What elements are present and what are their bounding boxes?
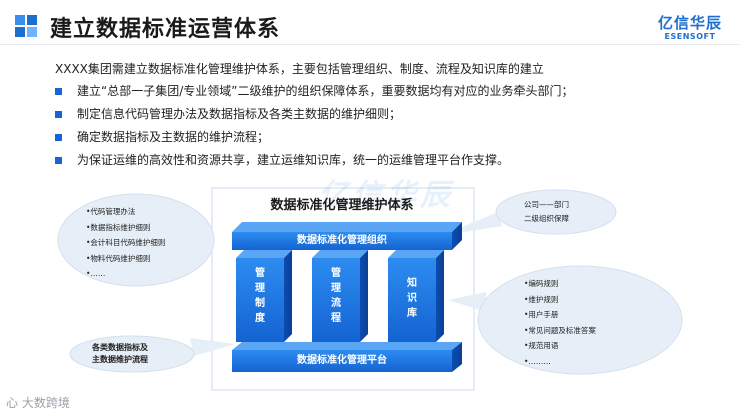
bullet-text: 建立“总部一子集团/专业领域”二级维护的组织保障体系，重要数据均有对应的业务牵头… bbox=[77, 84, 574, 98]
pillar-label-knowledge: 知识库 bbox=[407, 278, 417, 319]
list-item: •物料代码维护细则 bbox=[86, 253, 151, 263]
pillar-label-policy: 管理制度 bbox=[255, 268, 265, 324]
bullet-text: 制定信息代码管理办法及数据指标及各类主数据的维护细则； bbox=[77, 107, 402, 121]
top-bar-top-face bbox=[232, 222, 462, 232]
bullet-item: 建立“总部一子集团/专业领域”二级维护的组织保障体系，重要数据均有对应的业务牵头… bbox=[55, 80, 573, 103]
pillar-2-front bbox=[312, 258, 360, 342]
bottom-bar-label: 数据标准化管理平台 bbox=[297, 355, 387, 366]
bullet-list: 建立“总部一子集团/专业领域”二级维护的组织保障体系，重要数据均有对应的业务牵头… bbox=[55, 80, 573, 172]
top-right-bubble bbox=[495, 189, 617, 235]
bullet-text: 为保证运维的高效性和资源共享，建立运维知识库，统一的运维管理平台作支撑。 bbox=[77, 153, 510, 167]
pillar-label-process: 管理流程 bbox=[331, 268, 341, 324]
left-bubble-list: •代码管理办法 •数据指标维护细则 •会计科目代码维护细则 •物料代码维护细则 … bbox=[86, 204, 165, 282]
pillar-1-front bbox=[236, 258, 284, 342]
pillar-2-side bbox=[360, 250, 368, 342]
pillar-3-front bbox=[388, 258, 436, 342]
square-bullet-icon bbox=[55, 88, 62, 95]
list-item: 各类数据指标及 bbox=[92, 343, 148, 352]
list-item: •编码规则 bbox=[524, 279, 559, 288]
bottom-bar-top-face bbox=[232, 342, 462, 350]
intro-text: XXXX集团需建立数据标准化管理维护体系，主要包括管理组织、制度、流程及知识库的… bbox=[55, 62, 544, 76]
list-item: 二级组织保障 bbox=[524, 214, 569, 223]
bullet-text: 确定数据指标及主数据的维护流程； bbox=[77, 130, 270, 144]
brand-name-en: ESENSOFT bbox=[664, 32, 716, 41]
list-item: •数据指标维护细则 bbox=[86, 222, 151, 232]
bullet-item: 制定信息代码管理办法及数据指标及各类主数据的维护细则； bbox=[55, 103, 573, 126]
right-bubble-tail bbox=[448, 292, 486, 312]
top-bar-side bbox=[452, 222, 462, 250]
square-bullet-icon bbox=[55, 134, 62, 141]
pillar-1-top-face bbox=[236, 250, 292, 258]
bottom-bar-front bbox=[232, 350, 452, 372]
list-item: •……… bbox=[524, 356, 551, 366]
page-title: 建立数据标准运营体系 bbox=[50, 17, 281, 42]
pillar-1-side bbox=[284, 250, 292, 342]
header-divider bbox=[0, 44, 740, 45]
list-item: 公司——部门 bbox=[524, 200, 569, 209]
top-bar-front bbox=[232, 232, 452, 250]
left-bubble bbox=[57, 193, 215, 287]
list-item: 主数据维护流程 bbox=[92, 355, 148, 364]
watermark-text: 亿信华辰 bbox=[318, 178, 454, 213]
bottom-left-bubble-tail bbox=[190, 338, 236, 356]
footer-watermark: 心 大数跨境 bbox=[6, 396, 70, 410]
top-bar-label: 数据标准化管理组织 bbox=[297, 235, 387, 246]
right-bubble-list: •编码规则 •维护规则 •用户手册 •常见问题及标准答案 •规范用语 •……… bbox=[524, 276, 596, 369]
list-item: •规范用语 bbox=[524, 341, 559, 350]
pillar-3-side bbox=[436, 250, 444, 342]
bullet-item: 为保证运维的高效性和资源共享，建立运维知识库，统一的运维管理平台作支撑。 bbox=[55, 149, 573, 172]
list-item: •用户手册 bbox=[524, 310, 559, 319]
list-item: •代码管理办法 bbox=[86, 207, 136, 216]
brand-name-cn: 亿信华辰 bbox=[657, 14, 722, 32]
pillar-2-top-face bbox=[312, 250, 368, 258]
square-bullet-icon bbox=[55, 157, 62, 164]
list-item: •维护规则 bbox=[524, 294, 559, 304]
brand-logo: 亿信华辰 ESENSOFT bbox=[658, 12, 722, 41]
bottom-left-bubble-text: 各类数据指标及 主数据维护流程 bbox=[92, 342, 148, 366]
right-bubble bbox=[477, 265, 683, 375]
bottom-left-bubble bbox=[69, 335, 195, 373]
cube-logo-icon bbox=[15, 15, 37, 37]
top-right-bubble-list: 公司——部门 二级组织保障 bbox=[524, 198, 569, 226]
list-item: •会计科目代码维护细则 bbox=[86, 238, 166, 247]
pillar-3-top-face bbox=[388, 250, 444, 258]
list-item: •…… bbox=[86, 269, 106, 278]
bottom-bar-side bbox=[452, 342, 462, 372]
square-bullet-icon bbox=[55, 111, 62, 118]
bullet-item: 确定数据指标及主数据的维护流程； bbox=[55, 126, 573, 149]
diagram-title: 数据标准化管理维护体系 bbox=[270, 198, 414, 213]
list-item: •常见问题及标准答案 bbox=[524, 325, 596, 335]
